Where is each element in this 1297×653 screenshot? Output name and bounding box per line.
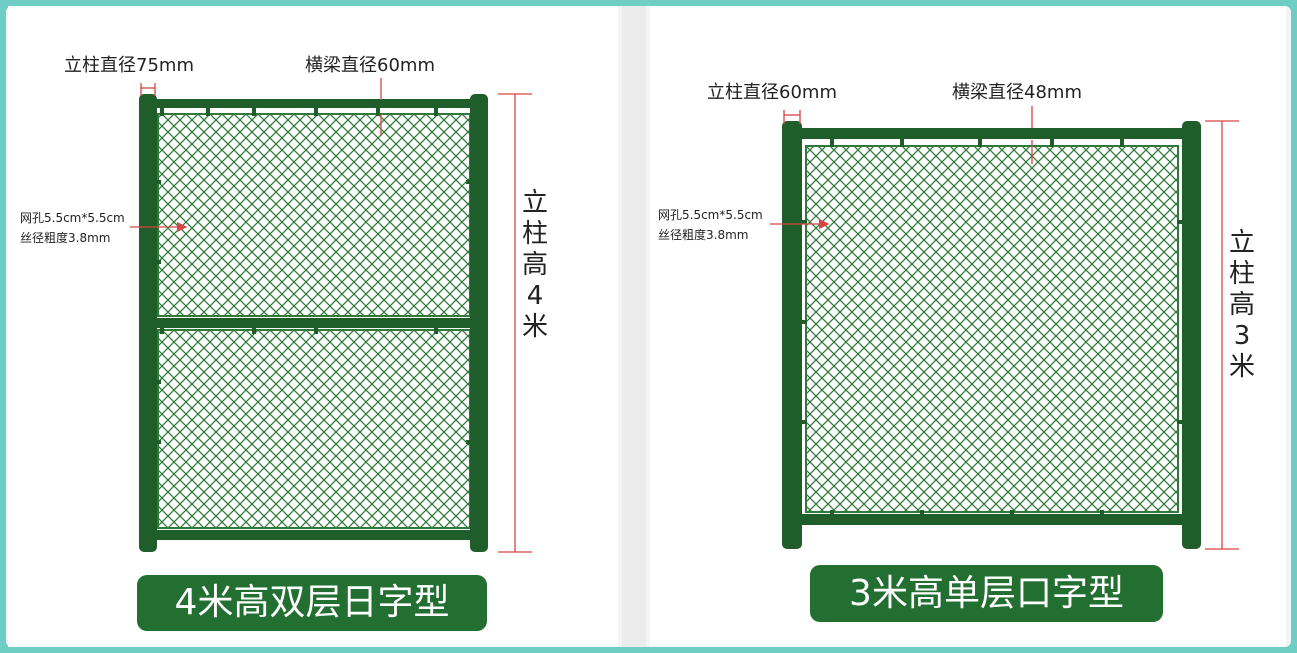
- post-height-label: 立柱 高 4 米: [521, 188, 548, 342]
- beam-diameter-label: 横梁直径48mm: [952, 82, 1082, 103]
- mesh-size-label: 网孔5.5cm*5.5cm: [658, 208, 763, 222]
- left-post: [139, 94, 157, 552]
- left-dimension-lines: [130, 78, 532, 553]
- mesh-clips: [155, 108, 472, 444]
- mesh-panel: [805, 145, 1179, 513]
- left-title-banner: 4米高双层日字型: [137, 575, 487, 631]
- wire-gauge-label: 丝径粗度3.8mm: [658, 228, 749, 242]
- mesh-clips: [800, 139, 1184, 516]
- post-diameter-label: 立柱直径60mm: [707, 82, 837, 103]
- bottom-beam: [150, 530, 474, 540]
- right-dimension-lines: [770, 106, 1239, 550]
- lower-mesh-panel: [157, 329, 471, 529]
- right-post: [1182, 121, 1201, 549]
- upper-mesh-panel: [157, 113, 471, 317]
- post-diameter-label: 立柱直径75mm: [64, 55, 194, 76]
- wire-gauge-label: 丝径粗度3.8mm: [20, 231, 111, 245]
- top-beam: [150, 99, 474, 108]
- beam-diameter-label: 横梁直径60mm: [305, 55, 435, 76]
- panel-divider: [622, 6, 646, 647]
- right-post: [470, 94, 488, 552]
- left-post: [782, 121, 802, 549]
- middle-beam: [150, 318, 474, 328]
- bottom-beam: [796, 514, 1188, 525]
- right-fence: [782, 121, 1201, 549]
- left-fence: [139, 94, 488, 552]
- top-beam: [796, 128, 1188, 139]
- post-height-label: 立柱 高 3 米: [1228, 228, 1255, 382]
- right-title-banner: 3米高单层口字型: [810, 565, 1163, 622]
- mesh-size-label: 网孔5.5cm*5.5cm: [20, 211, 125, 225]
